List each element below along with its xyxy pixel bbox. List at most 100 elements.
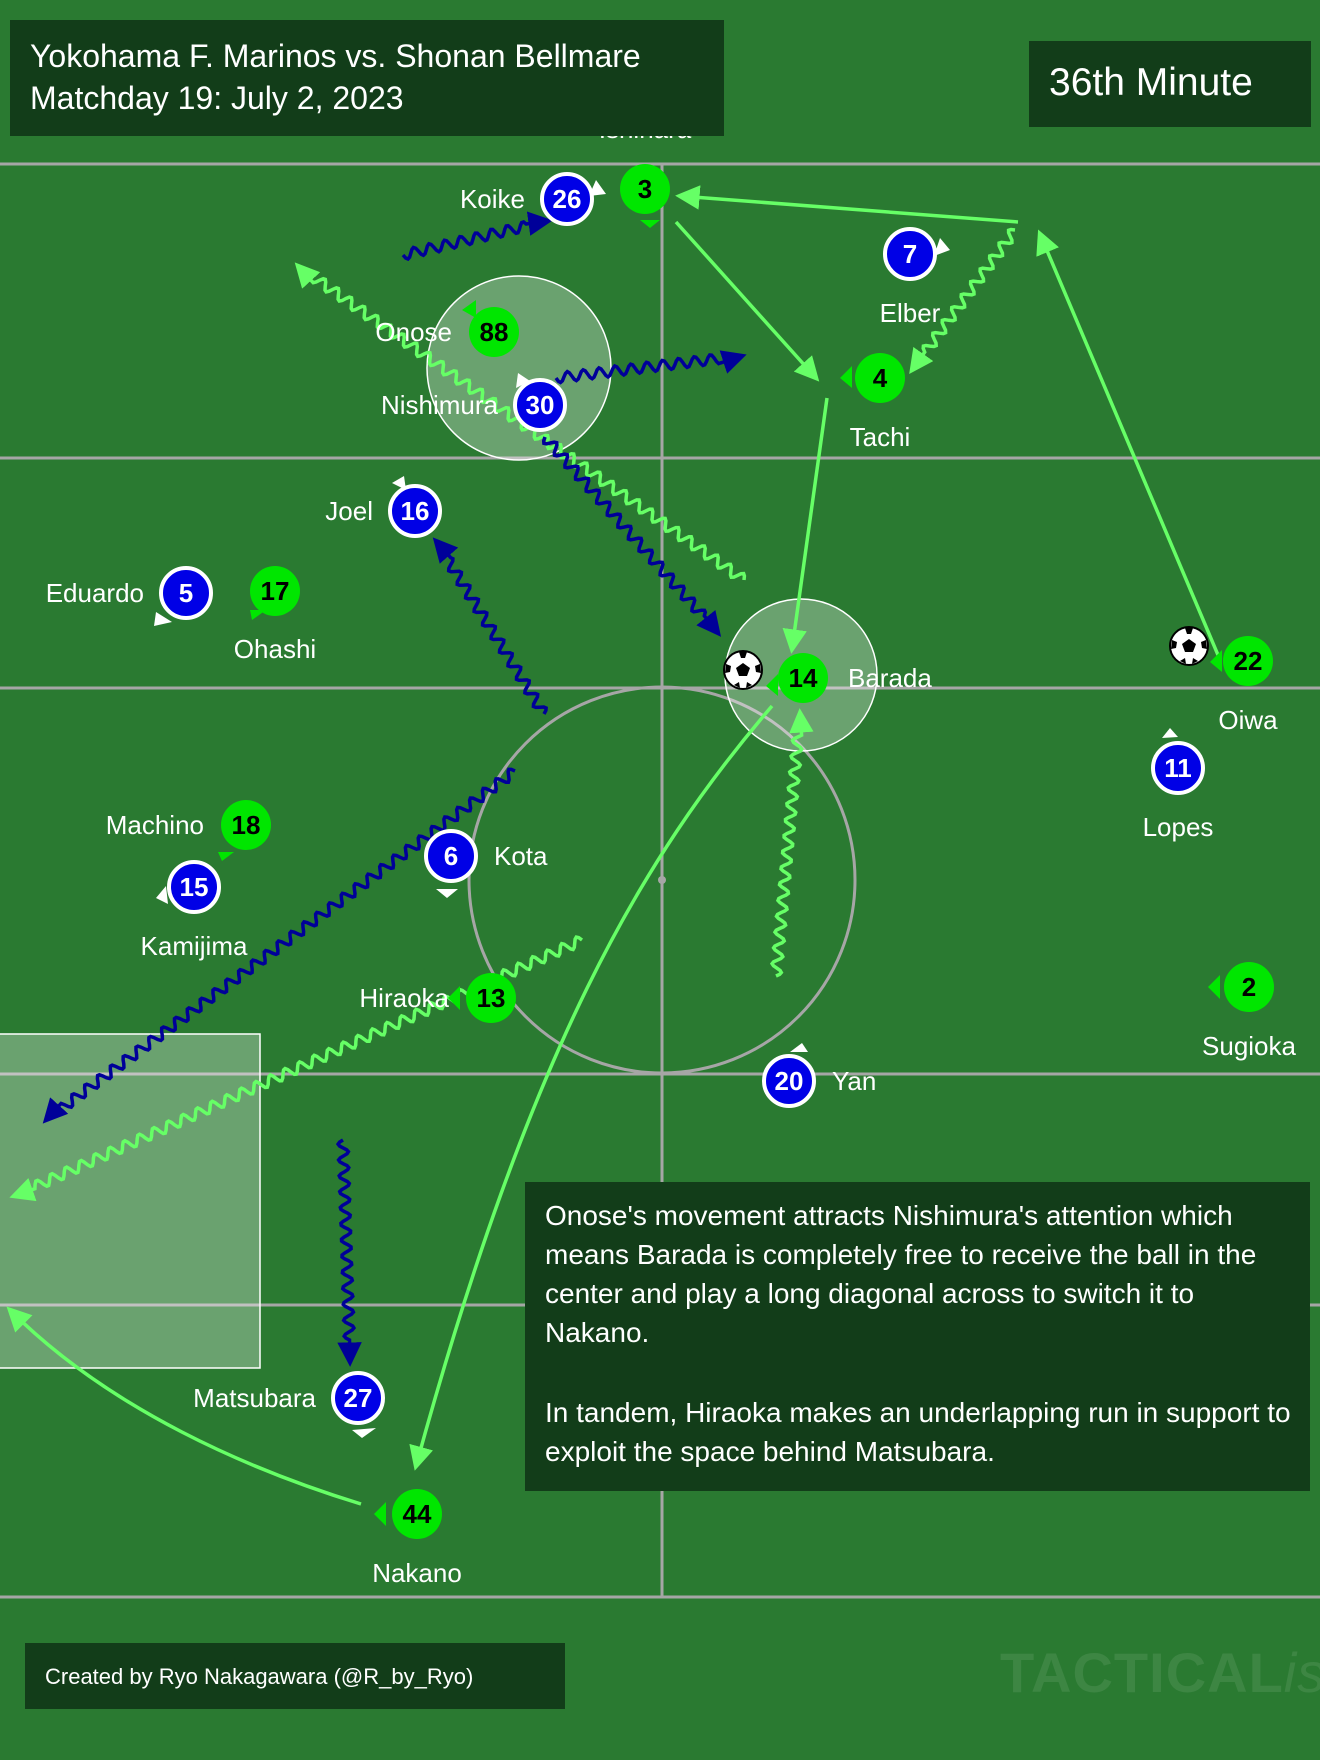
direction-arrow-icon xyxy=(516,373,530,388)
player-marker xyxy=(620,164,670,214)
player-name: Yan xyxy=(832,1066,876,1096)
watermark-logo: TACTICALista xyxy=(1000,1640,1320,1705)
player-marker xyxy=(778,653,828,703)
player-marker xyxy=(855,353,905,403)
player-marker xyxy=(388,484,442,538)
player-name: Machino xyxy=(106,810,204,840)
player-marker xyxy=(392,1489,442,1539)
player-number: 27 xyxy=(344,1383,373,1413)
direction-arrow-icon xyxy=(640,220,660,228)
player-name: Onose xyxy=(375,317,452,347)
player-number: 14 xyxy=(789,663,818,693)
marinos-movement-run-6 xyxy=(335,1138,362,1367)
player-yan: 20 Yan xyxy=(762,1054,876,1108)
marinos-movement-run-1 xyxy=(401,211,553,262)
player-name: Ohashi xyxy=(234,634,316,664)
player-marker xyxy=(167,860,221,914)
pass-oiwa-run xyxy=(1036,229,1220,656)
shonan-dribble-run-2 xyxy=(909,227,1016,374)
player-eduardo: 5 Eduardo xyxy=(46,566,213,620)
player-number: 15 xyxy=(180,872,209,902)
player-number: 13 xyxy=(477,983,506,1013)
match-title: Yokohama F. Marinos vs. Shonan Bellmare xyxy=(30,38,641,74)
direction-arrow-icon xyxy=(154,612,172,626)
player-number: 5 xyxy=(179,578,193,608)
player-number: 17 xyxy=(261,576,290,606)
football-icon xyxy=(1169,626,1209,666)
watermark-italic: ista xyxy=(1283,1641,1320,1704)
player-number: 88 xyxy=(480,317,509,347)
player-name: Barada xyxy=(848,663,932,693)
player-number: 11 xyxy=(1164,753,1192,783)
player-name: Matsubara xyxy=(193,1383,316,1413)
player-number: 7 xyxy=(903,239,917,269)
direction-arrow-icon xyxy=(790,1043,808,1052)
player-hiraoka: 13 Hiraoka xyxy=(359,973,516,1023)
player-marker xyxy=(1223,636,1273,686)
player-marker xyxy=(513,378,567,432)
marinos-movement-run-3 xyxy=(541,436,722,637)
player-number: 16 xyxy=(401,496,430,526)
direction-arrow-icon xyxy=(250,610,266,620)
wavy-runs-marinos xyxy=(42,211,747,1367)
player-number: 18 xyxy=(232,810,261,840)
player-name: Eduardo xyxy=(46,578,144,608)
annotation-paragraph-1: Onose's movement attracts Nishimura's at… xyxy=(545,1200,1257,1348)
direction-arrow-icon xyxy=(462,300,476,318)
player-onose: 88 Onose xyxy=(375,307,519,357)
direction-arrow-icon xyxy=(156,886,168,904)
direction-arrow-icon xyxy=(374,1502,386,1526)
player-name: Lopes xyxy=(1143,812,1214,842)
annotation-paragraph-2: In tandem, Hiraoka makes an underlapping… xyxy=(545,1397,1291,1467)
facing-markers-marinos xyxy=(154,180,1178,1438)
direction-arrow-icon xyxy=(448,986,460,1010)
player-name: Kamijima xyxy=(141,931,248,961)
player-name: Sugioka xyxy=(1202,1031,1296,1061)
player-number: 6 xyxy=(444,841,458,871)
player-number: 20 xyxy=(775,1066,804,1096)
watermark-main: TACTICAL xyxy=(1000,1641,1284,1704)
player-marker xyxy=(250,566,300,616)
player-number: 3 xyxy=(638,174,652,204)
pass-to-ishihara xyxy=(675,185,1019,224)
player-name: Hiraoka xyxy=(359,983,449,1013)
marinos-movement-run-2 xyxy=(554,350,747,385)
player-number: 30 xyxy=(526,390,555,420)
player-marker xyxy=(159,566,213,620)
player-number: 26 xyxy=(553,184,582,214)
direction-arrow-icon xyxy=(352,1428,376,1438)
direction-arrow-icon xyxy=(1162,728,1178,738)
players-layer: 3Ishihara26Koike7Elber88Onose30Nishimura… xyxy=(46,114,1297,1588)
pass-arrows xyxy=(6,185,1220,1506)
player-koike: 26 Koike xyxy=(460,172,594,226)
player-name: Oiwa xyxy=(1218,705,1278,735)
player-marker xyxy=(331,1371,385,1425)
center-spot xyxy=(658,876,666,884)
direction-arrow-icon xyxy=(1208,975,1220,999)
pass-tachi-to-barada xyxy=(782,397,829,654)
player-number: 22 xyxy=(1234,646,1263,676)
player-marker xyxy=(1151,741,1205,795)
player-name: Koike xyxy=(460,184,525,214)
player-matsubara: 27 Matsubara xyxy=(193,1371,385,1425)
player-marker xyxy=(540,172,594,226)
direction-arrow-icon xyxy=(436,889,458,898)
direction-arrow-icon xyxy=(589,180,606,196)
player-number: 2 xyxy=(1242,972,1256,1002)
player-name: Elber xyxy=(880,298,941,328)
player-marker xyxy=(469,307,519,357)
direction-arrow-icon xyxy=(218,852,234,861)
player-number: 4 xyxy=(873,363,888,393)
direction-arrow-icon xyxy=(766,674,778,696)
pass-ishihara-to-tachi xyxy=(674,220,820,382)
direction-arrow-icon xyxy=(1210,650,1222,672)
direction-arrow-icon xyxy=(392,476,406,490)
highlight-onose-nishimura xyxy=(426,275,612,461)
